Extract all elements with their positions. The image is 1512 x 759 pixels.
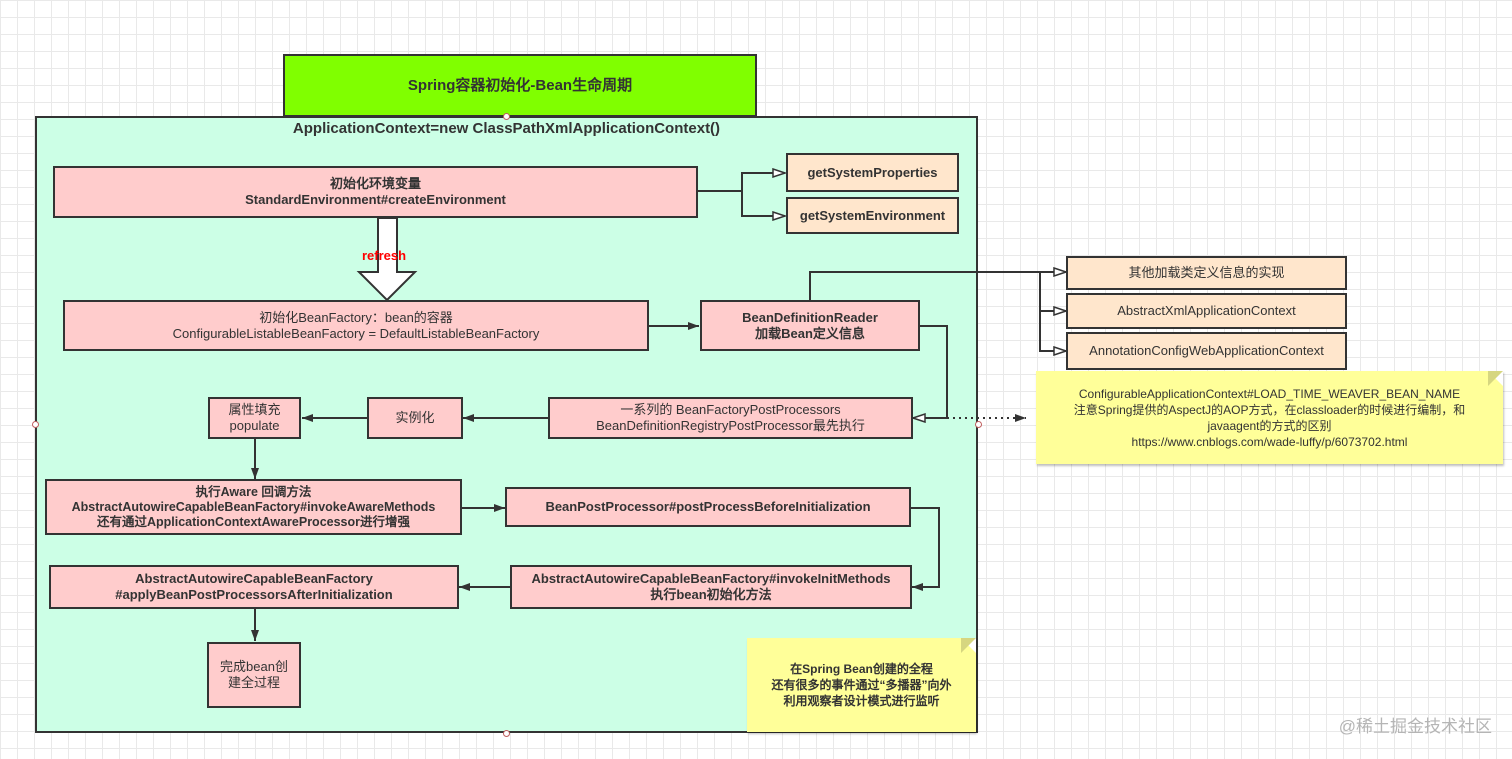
node-text: getSystemEnvironment bbox=[799, 207, 946, 223]
node-impl-abstract-xml[interactable]: AbstractXmlApplicationContext bbox=[1066, 293, 1347, 329]
node-init-bean-factory[interactable]: 初始化BeanFactory：bean的容器 ConfigurableLista… bbox=[63, 300, 649, 351]
node-text: AbstractAutowireCapableBeanFactory bbox=[135, 571, 373, 586]
node-impl-other[interactable]: 其他加载类定义信息的实现 bbox=[1066, 256, 1347, 290]
node-impl-annotation-web[interactable]: AnnotationConfigWebApplicationContext bbox=[1066, 332, 1347, 370]
node-bean-creation-complete[interactable]: 完成bean创 建全过程 bbox=[207, 642, 301, 708]
node-text: BeanDefinitionRegistryPostProcessor最先执行 bbox=[596, 418, 865, 433]
node-text: BeanPostProcessor#postProcessBeforeIniti… bbox=[545, 499, 871, 514]
diagram-title-text: Spring容器初始化-Bean生命周期 bbox=[407, 76, 633, 94]
node-bean-definition-reader[interactable]: BeanDefinitionReader 加载Bean定义信息 bbox=[700, 300, 920, 351]
node-post-process-before-init[interactable]: BeanPostProcessor#postProcessBeforeIniti… bbox=[505, 487, 911, 527]
node-text: AnnotationConfigWebApplicationContext bbox=[1089, 343, 1324, 358]
node-apply-post-processors-after-init[interactable]: AbstractAutowireCapableBeanFactory #appl… bbox=[49, 565, 459, 609]
node-text: 建全过程 bbox=[227, 675, 280, 690]
note-text: https://www.cnblogs.com/wade-luffy/p/607… bbox=[1131, 434, 1408, 449]
node-get-system-properties[interactable]: getSystemProperties bbox=[786, 153, 959, 192]
node-text: 实例化 bbox=[395, 410, 435, 425]
node-text: 其他加载类定义信息的实现 bbox=[1128, 265, 1285, 280]
node-text: BeanDefinitionReader bbox=[742, 309, 878, 325]
node-text: 加载Bean定义信息 bbox=[755, 325, 865, 341]
node-text: 属性填充 bbox=[228, 402, 281, 417]
node-bean-factory-post-processors[interactable]: 一系列的 BeanFactoryPostProcessors BeanDefin… bbox=[548, 397, 913, 439]
resize-handle-left[interactable] bbox=[32, 421, 39, 428]
resize-handle-bottom[interactable] bbox=[503, 730, 510, 737]
node-text: 完成bean创 bbox=[220, 659, 288, 674]
note-event-multicaster[interactable]: 在Spring Bean创建的全程 还有很多的事件通过“多播器”向外 利用观察者… bbox=[747, 638, 976, 732]
note-text: 在Spring Bean创建的全程 bbox=[790, 662, 933, 676]
note-text: 还有很多的事件通过“多播器”向外 bbox=[771, 678, 952, 692]
node-text: 执行bean初始化方法 bbox=[650, 587, 772, 602]
node-instantiate[interactable]: 实例化 bbox=[367, 397, 463, 439]
resize-handle-right[interactable] bbox=[975, 421, 982, 428]
edge-label-refresh: refresh bbox=[362, 248, 407, 263]
node-text: #applyBeanPostProcessorsAfterInitializat… bbox=[115, 587, 393, 602]
node-create-environment[interactable]: 初始化环境变量 StandardEnvironment#createEnviro… bbox=[53, 166, 698, 218]
node-text: 初始化环境变量 bbox=[329, 176, 421, 191]
node-text: 一系列的 BeanFactoryPostProcessors bbox=[620, 402, 841, 417]
note-text: javaagent的方式的区别 bbox=[1207, 418, 1332, 433]
node-invoke-init-methods[interactable]: AbstractAutowireCapableBeanFactory#invok… bbox=[510, 565, 912, 609]
note-text: 利用观察者设计模式进行监听 bbox=[783, 694, 940, 708]
node-get-system-environment[interactable]: getSystemEnvironment bbox=[786, 197, 959, 234]
edge-reader-impl-annotation bbox=[1039, 311, 1066, 351]
node-text: 执行Aware 回调方法 bbox=[195, 484, 312, 499]
note-fold-icon bbox=[961, 638, 976, 653]
node-text: AbstractAutowireCapableBeanFactory#invok… bbox=[531, 571, 891, 586]
note-load-time-weaver[interactable]: ConfigurableApplicationContext#LOAD_TIME… bbox=[1036, 371, 1503, 464]
node-text: 还有通过ApplicationContextAwareProcessor进行增强 bbox=[96, 514, 411, 529]
node-text: ConfigurableListableBeanFactory = Defaul… bbox=[172, 325, 540, 341]
edge-reader-impl-xml bbox=[1039, 272, 1066, 311]
diagram-title[interactable]: Spring容器初始化-Bean生命周期 bbox=[283, 54, 757, 117]
note-text: ConfigurableApplicationContext#LOAD_TIME… bbox=[1078, 386, 1461, 401]
node-text: AbstractXmlApplicationContext bbox=[1117, 303, 1296, 318]
resize-handle-top[interactable] bbox=[503, 113, 510, 120]
node-text: AbstractAutowireCapableBeanFactory#invok… bbox=[71, 499, 436, 514]
note-text: 注意Spring提供的AspectJ的AOP方式，在classloader的时候… bbox=[1073, 402, 1466, 417]
node-populate[interactable]: 属性填充 populate bbox=[208, 397, 301, 439]
container-title: ApplicationContext=new ClassPathXmlAppli… bbox=[292, 120, 721, 137]
node-invoke-aware-methods[interactable]: 执行Aware 回调方法 AbstractAutowireCapableBean… bbox=[45, 479, 462, 535]
watermark: @稀土掘金技术社区 bbox=[1338, 717, 1492, 736]
node-text: populate bbox=[229, 418, 280, 433]
node-text: StandardEnvironment#createEnvironment bbox=[245, 192, 506, 207]
node-text: getSystemProperties bbox=[807, 164, 938, 180]
node-text: 初始化BeanFactory：bean的容器 bbox=[259, 309, 453, 325]
note-fold-icon bbox=[1488, 371, 1503, 386]
